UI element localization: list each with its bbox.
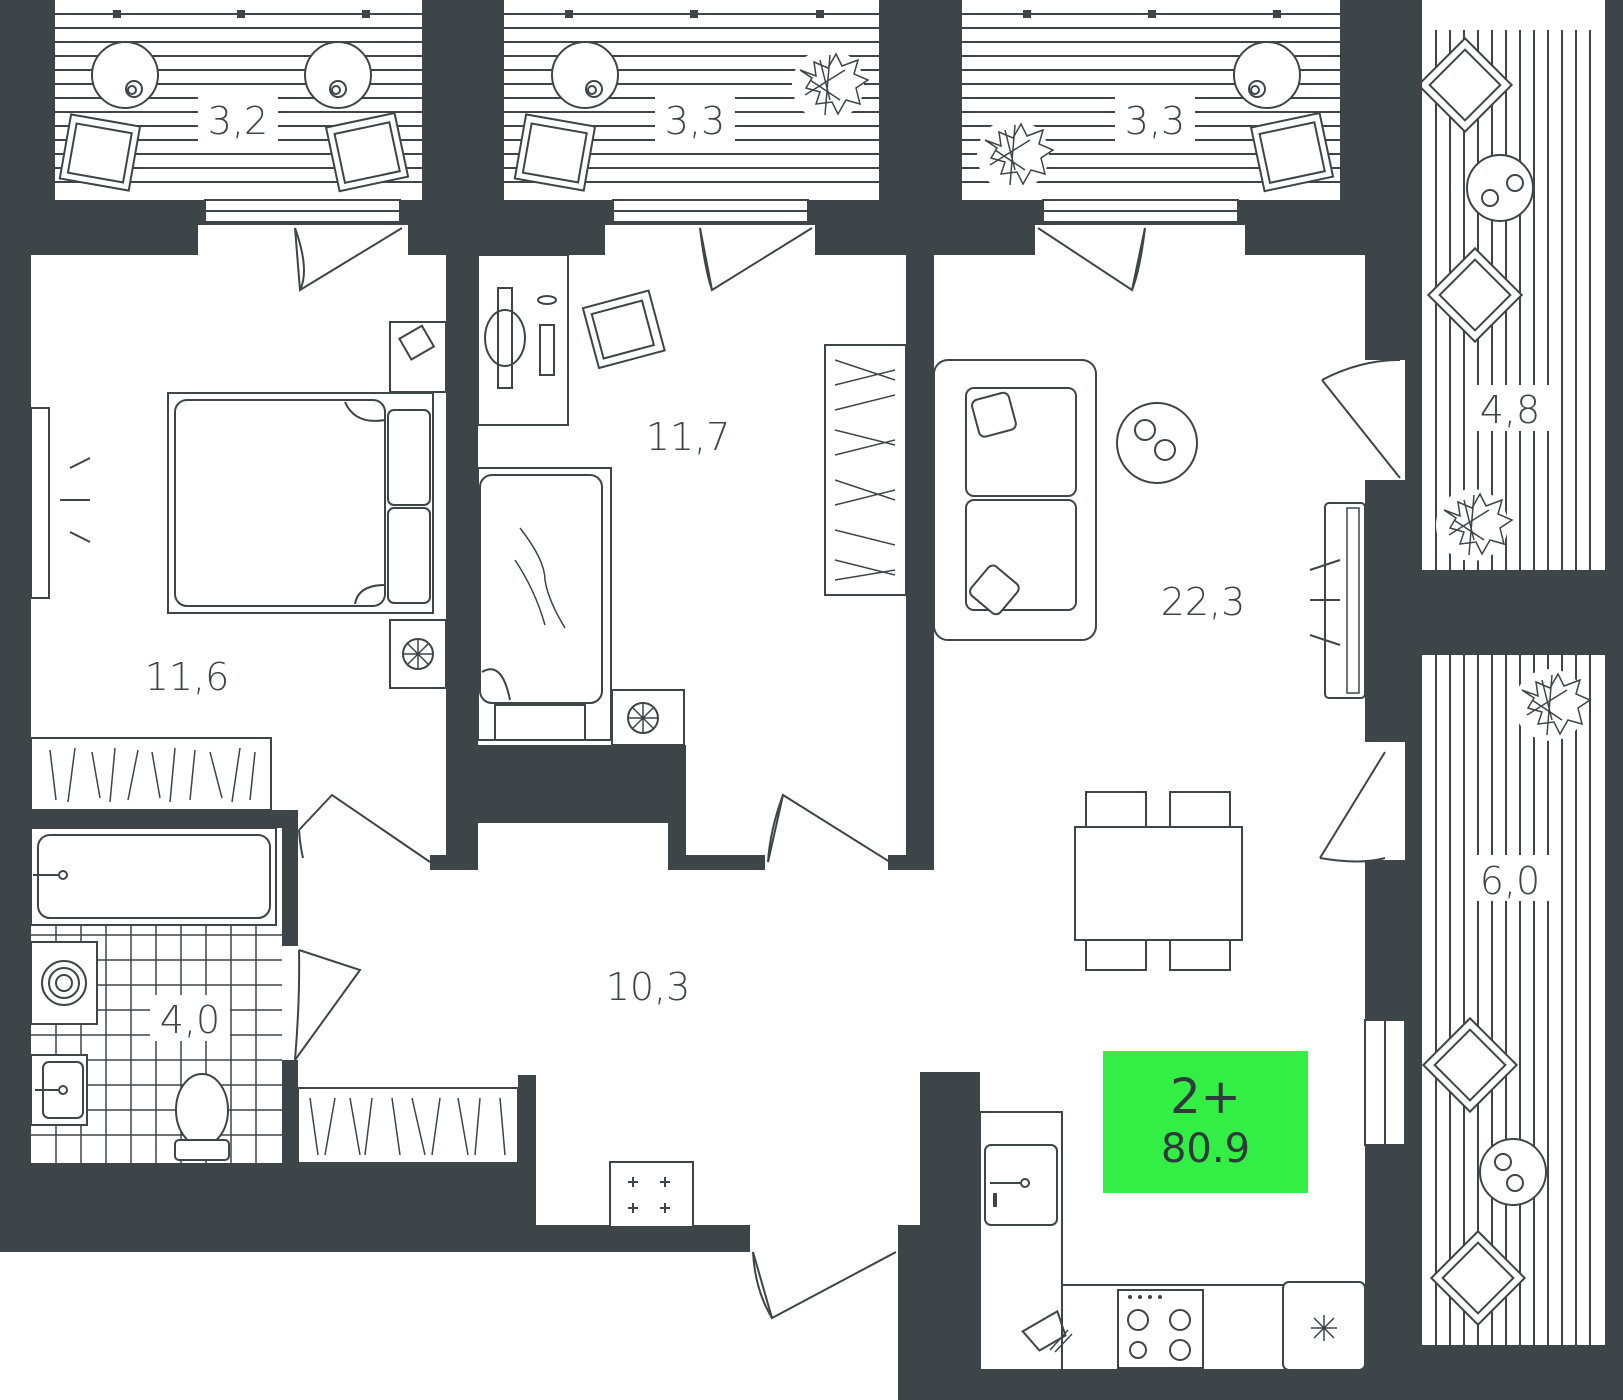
area-labels: 3,2 3,3 3,3 4,8 6,0 11,6 11,7 22,3 10,3 … [145, 95, 1550, 1042]
area-label-balcony-5: 6,0 [1480, 859, 1540, 903]
apartment-badge: 2+ 80.9 [1103, 1051, 1308, 1193]
area-label-balcony-1: 3,2 [208, 99, 268, 143]
balcony-2-deck [504, 0, 879, 200]
area-label-hall: 10,3 [606, 965, 691, 1009]
area-label-kids-room: 11,7 [646, 415, 731, 459]
plant-icon [977, 119, 1055, 191]
doors [198, 225, 1405, 1320]
area-label-living-kitchen: 22,3 [1161, 580, 1246, 624]
bed-icon [477, 467, 612, 741]
area-label-bedroom: 11,6 [145, 655, 230, 699]
area-label-balcony-3: 3,3 [1125, 99, 1185, 143]
balcony-5-deck [1421, 655, 1605, 1345]
plant-icon [792, 49, 870, 121]
plant-icon [1514, 669, 1592, 741]
furniture [30, 254, 1366, 1371]
area-label-balcony-4: 4,8 [1480, 388, 1540, 432]
sofa-icon [933, 359, 1097, 641]
room-count-label: 2+ [1170, 1069, 1241, 1125]
total-area-label: 80.9 [1160, 1126, 1251, 1172]
windows [30, 199, 1406, 1146]
plant-icon [1436, 489, 1514, 561]
balcony-3-deck [962, 0, 1340, 200]
toilet-icon [174, 1073, 230, 1161]
balcony-decking [55, 0, 1605, 1345]
table-icon [1074, 791, 1243, 971]
area-label-bathroom: 4,0 [160, 998, 220, 1042]
balcony-4-deck [1416, 30, 1605, 570]
bed-icon [167, 392, 434, 614]
area-label-balcony-2: 3,3 [665, 99, 725, 143]
